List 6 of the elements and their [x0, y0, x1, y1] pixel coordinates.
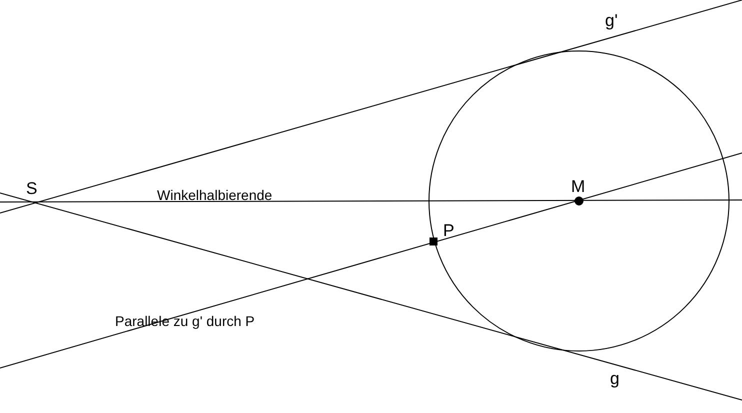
line-label: Winkelhalbierende: [157, 188, 272, 202]
point-label: S: [26, 180, 38, 197]
point-label: M: [571, 178, 586, 195]
point-label: P: [443, 222, 454, 239]
line-label: g: [610, 370, 620, 387]
line-label: g': [605, 12, 618, 29]
